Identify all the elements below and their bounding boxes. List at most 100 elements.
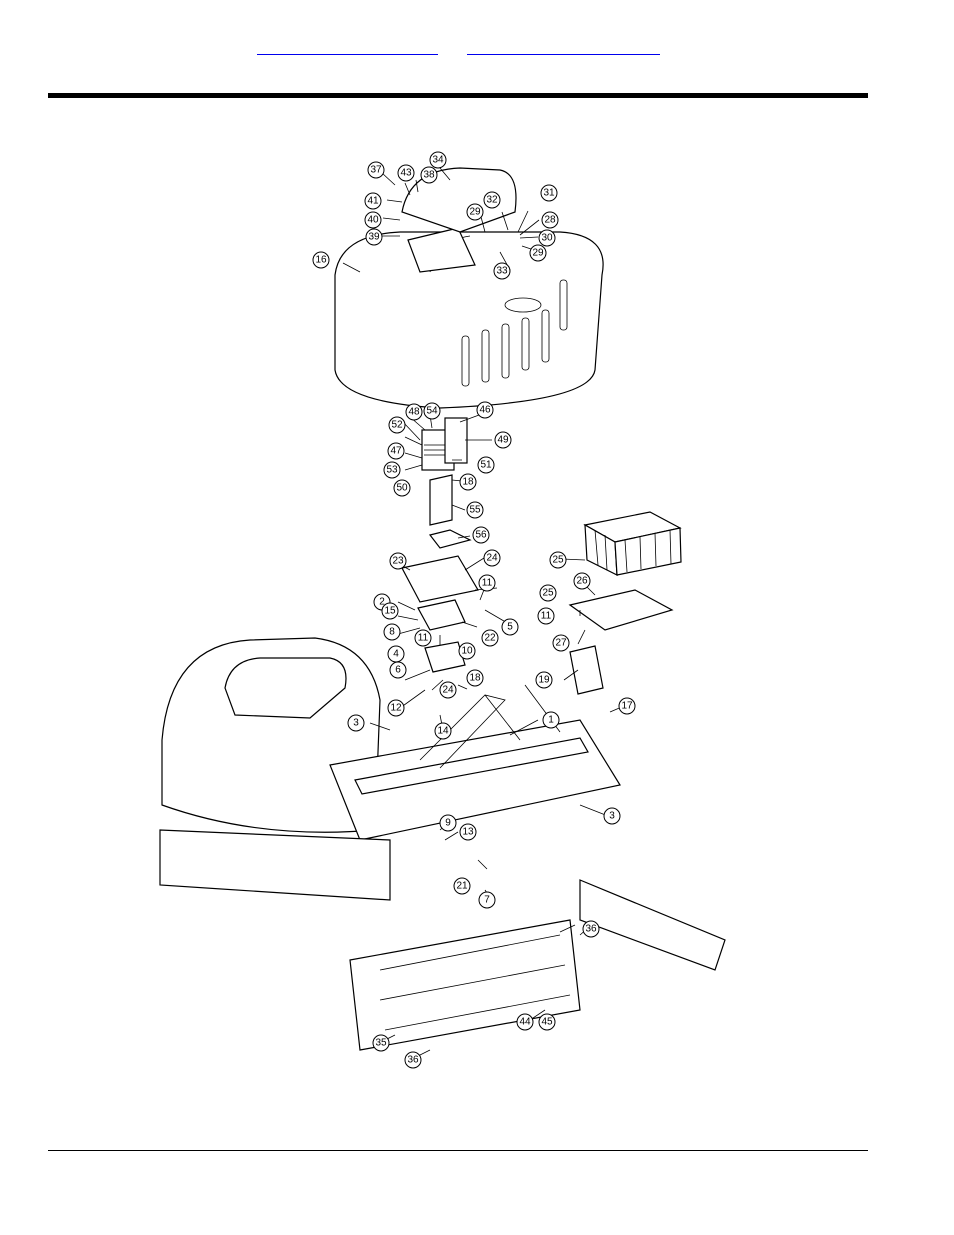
bin (569, 645, 604, 695)
svg-text:41: 41 (367, 196, 379, 207)
callout-21: 22 (481, 629, 499, 647)
callout-19: 19 (535, 671, 553, 689)
svg-text:29: 29 (469, 207, 481, 218)
callout-8: 8 (383, 623, 401, 641)
callout-40: 40 (364, 211, 382, 229)
callout-17: 17 (618, 697, 636, 715)
basket (568, 511, 682, 631)
header-rule (48, 93, 868, 98)
callout-20: 21 (453, 877, 471, 895)
svg-text:43: 43 (400, 168, 412, 179)
svg-text:26: 26 (576, 576, 588, 587)
svg-text:6: 6 (395, 665, 401, 676)
svg-text:18: 18 (462, 477, 474, 488)
callout-46: 46 (476, 401, 494, 419)
svg-text:31: 31 (543, 188, 555, 199)
svg-text:55: 55 (469, 505, 481, 516)
svg-text:52: 52 (391, 420, 403, 431)
header-link-left[interactable] (257, 40, 438, 55)
svg-text:22: 22 (484, 633, 496, 644)
svg-text:36: 36 (585, 924, 597, 935)
svg-text:28: 28 (544, 215, 556, 226)
svg-text:37: 37 (370, 165, 382, 176)
callout-32: 32 (483, 191, 501, 209)
callout-47: 47 (387, 442, 405, 460)
svg-text:11: 11 (418, 633, 429, 644)
callout-18a: 18 (459, 473, 477, 491)
callout-5: 5 (501, 618, 519, 636)
svg-text:44: 44 (519, 1017, 531, 1028)
header-link-right[interactable] (467, 40, 660, 55)
callout-23: 24 (439, 681, 457, 699)
callout-4: 4 (387, 645, 405, 663)
callout-31: 31 (540, 184, 558, 202)
svg-text:11: 11 (541, 611, 552, 622)
svg-text:56: 56 (475, 530, 487, 541)
callout-33: 33 (493, 262, 511, 280)
callout-35: 35 (372, 1034, 390, 1052)
svg-text:24: 24 (442, 685, 454, 696)
svg-text:17: 17 (621, 701, 633, 712)
callout-50: 50 (393, 479, 411, 497)
svg-text:48: 48 (408, 407, 420, 418)
callout-6: 6 (389, 661, 407, 679)
parts-exploded-diagram: 37 43 38 34 41 40 39 16 29 32 31 28 30 2… (159, 151, 726, 1069)
svg-text:49: 49 (497, 435, 509, 446)
callout-36: 36 (404, 1051, 422, 1069)
svg-text:12: 12 (390, 703, 402, 714)
callout-14: 14 (434, 722, 452, 740)
callout-24a: 24 (483, 549, 501, 567)
svg-text:34: 34 (432, 155, 444, 166)
svg-text:3: 3 (609, 811, 615, 822)
callout-39: 39 (365, 228, 383, 246)
svg-text:24: 24 (486, 553, 498, 564)
callout-29b: 29 (529, 244, 547, 262)
svg-text:54: 54 (426, 406, 438, 417)
callout-34: 34 (429, 151, 447, 169)
svg-text:18: 18 (469, 673, 481, 684)
callout-54: 54 (423, 402, 441, 420)
callout-29a: 29 (466, 203, 484, 221)
callout-11a: 11 (478, 574, 496, 592)
callout-11c: 11 (537, 607, 555, 625)
callout-25: 25 (549, 551, 567, 569)
svg-text:7: 7 (484, 895, 490, 906)
callout-18b: 18 (466, 669, 484, 687)
svg-text:33: 33 (496, 266, 508, 277)
callout-48: 48 (405, 403, 423, 421)
callout-13: 13 (459, 823, 477, 841)
svg-text:40: 40 (367, 215, 379, 226)
callout-3a: 3 (347, 714, 365, 732)
callout-44: 44 (516, 1013, 534, 1031)
callout-55: 55 (466, 501, 484, 519)
funnel-assembly (401, 529, 479, 673)
callout-9: 9 (439, 814, 457, 832)
svg-text:36: 36 (407, 1055, 419, 1066)
svg-text:1: 1 (548, 715, 554, 726)
svg-text:19: 19 (538, 675, 550, 686)
callout-49: 49 (494, 431, 512, 449)
svg-text:25: 25 (552, 555, 564, 566)
lower-tank-frame (159, 637, 726, 1051)
callout-26: 26 (573, 572, 591, 590)
svg-text:29: 29 (532, 248, 544, 259)
svg-text:9: 9 (445, 818, 451, 829)
svg-text:47: 47 (390, 446, 402, 457)
callout-7: 7 (478, 891, 496, 909)
callout-22: 23 (389, 552, 407, 570)
leader-lines (342, 167, 625, 1061)
svg-text:23: 23 (392, 556, 404, 567)
callout-53: 53 (383, 461, 401, 479)
svg-text:45: 45 (541, 1017, 553, 1028)
svg-text:3: 3 (353, 718, 359, 729)
callout-24b: 25 (539, 584, 557, 602)
callout-45: 45 (538, 1013, 556, 1031)
callout-15: 15 (381, 602, 399, 620)
svg-text:5: 5 (507, 622, 513, 633)
callout-markers: 37 43 38 34 41 40 39 16 29 32 31 28 30 2… (312, 151, 636, 1069)
footer-rule (48, 1150, 868, 1151)
callout-51: 51 (477, 456, 495, 474)
svg-text:51: 51 (480, 460, 492, 471)
svg-text:13: 13 (462, 827, 474, 838)
svg-text:14: 14 (437, 726, 449, 737)
